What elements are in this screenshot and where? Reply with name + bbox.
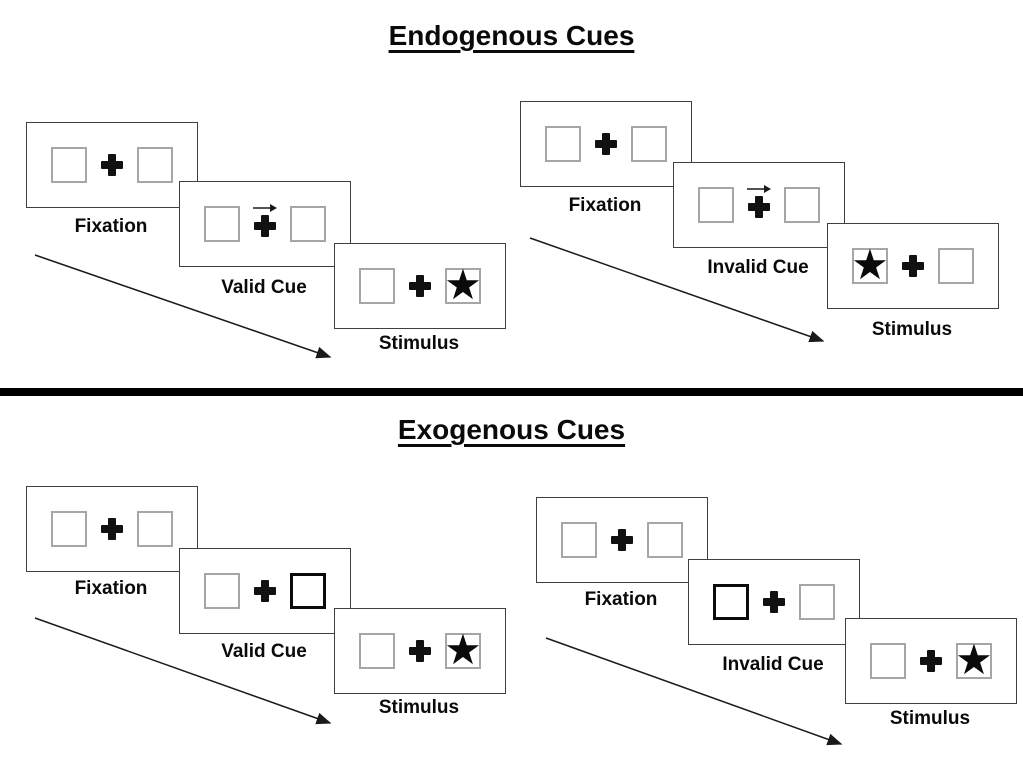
left-box xyxy=(204,206,240,242)
fixation-cross-icon xyxy=(409,640,431,662)
section-title-exogenous: Exogenous Cues xyxy=(397,414,626,445)
panel-label-fixation: Fixation xyxy=(74,578,148,599)
panel-label-stimulus: Stimulus xyxy=(871,319,953,340)
fixation-panel xyxy=(520,101,692,187)
panel-label-fixation: Fixation xyxy=(568,195,642,216)
fixation-cross-icon xyxy=(254,215,276,237)
valid-cue-panel xyxy=(179,181,351,267)
right-box: ★ xyxy=(444,626,482,673)
left-box xyxy=(204,573,240,609)
left-box xyxy=(51,511,87,547)
panel-label-valid-cue: Valid Cue xyxy=(221,277,307,298)
panel-label-stimulus: Stimulus xyxy=(378,697,460,718)
right-box xyxy=(647,522,683,558)
right-box xyxy=(799,584,835,620)
right-box: ★ xyxy=(444,261,482,308)
right-box xyxy=(137,147,173,183)
star-icon: ★ xyxy=(444,626,482,673)
stimulus-panel: ★ xyxy=(827,223,999,309)
fixation-cross-icon xyxy=(763,591,785,613)
invalid-cue-panel xyxy=(688,559,860,645)
fixation-cross-icon xyxy=(920,650,942,672)
right-box xyxy=(137,511,173,547)
fixation-cross-icon xyxy=(611,529,633,551)
section-divider xyxy=(0,388,1023,396)
timeline-arrow-exogenous-invalid xyxy=(545,637,843,746)
fixation-cross-icon xyxy=(101,518,123,540)
star-icon: ★ xyxy=(851,241,889,288)
left-box xyxy=(870,643,906,679)
right-box xyxy=(631,126,667,162)
panel-label-fixation: Fixation xyxy=(584,589,658,610)
fixation-panel xyxy=(26,122,198,208)
invalid-cue-panel xyxy=(673,162,845,248)
valid-cue-panel xyxy=(179,548,351,634)
fixation-panel xyxy=(536,497,708,583)
left-box xyxy=(545,126,581,162)
timeline-arrow-endogenous-valid xyxy=(34,254,332,359)
right-box xyxy=(784,187,820,223)
right-arrow-icon xyxy=(252,201,278,213)
right-box xyxy=(290,206,326,242)
section-title-endogenous: Endogenous Cues xyxy=(388,20,635,51)
left-box xyxy=(359,633,395,669)
panel-label-stimulus: Stimulus xyxy=(378,333,460,354)
left-box xyxy=(698,187,734,223)
fixation-cross-icon xyxy=(748,196,770,218)
highlighted-cue-box xyxy=(290,573,326,609)
fixation-cross-icon xyxy=(101,154,123,176)
right-box: ★ xyxy=(955,636,993,683)
right-arrow-icon xyxy=(746,182,772,194)
fixation-cross-icon xyxy=(902,255,924,277)
panel-label-valid-cue: Valid Cue xyxy=(221,641,307,662)
panel-label-stimulus: Stimulus xyxy=(889,708,971,729)
fixation-cross-icon xyxy=(409,275,431,297)
left-box xyxy=(51,147,87,183)
stimulus-panel: ★ xyxy=(334,608,506,694)
star-icon: ★ xyxy=(444,261,482,308)
panel-label-invalid-cue: Invalid Cue xyxy=(707,257,809,278)
panel-label-invalid-cue: Invalid Cue xyxy=(722,654,824,675)
timeline-arrow-endogenous-invalid xyxy=(529,237,825,343)
fixation-cross-icon xyxy=(254,580,276,602)
panel-label-fixation: Fixation xyxy=(74,216,148,237)
left-box xyxy=(359,268,395,304)
stimulus-panel: ★ xyxy=(334,243,506,329)
star-icon: ★ xyxy=(955,636,993,683)
fixation-cross-icon xyxy=(595,133,617,155)
right-box xyxy=(938,248,974,284)
stimulus-panel: ★ xyxy=(845,618,1017,704)
fixation-panel xyxy=(26,486,198,572)
highlighted-cue-box xyxy=(713,584,749,620)
timeline-arrow-exogenous-valid xyxy=(34,617,332,725)
left-box xyxy=(561,522,597,558)
left-box: ★ xyxy=(851,241,889,288)
